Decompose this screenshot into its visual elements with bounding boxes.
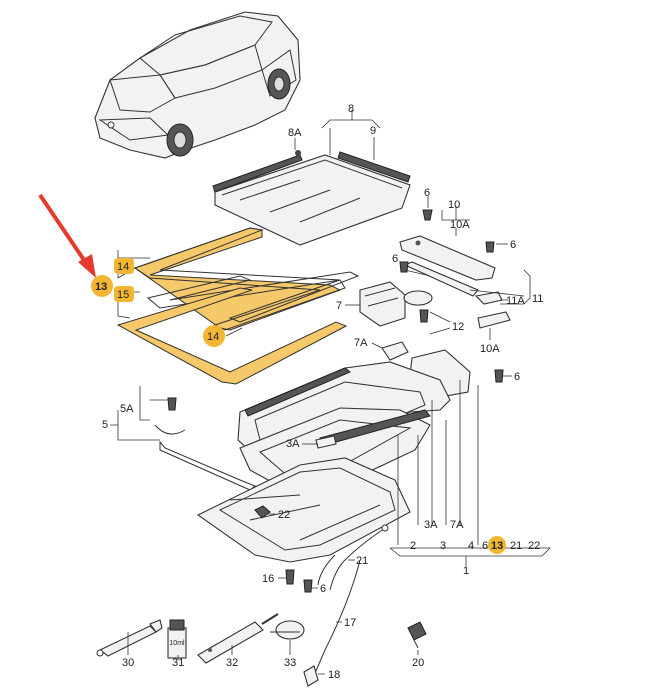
guide-bracket-10 [399, 235, 496, 281]
label-11: 11 [532, 293, 543, 305]
label-14b: 14 [207, 331, 219, 343]
label-3A-b: 3A [424, 519, 438, 531]
label-10: 10 [448, 199, 460, 211]
label-4: 4 [468, 540, 474, 552]
label-3: 3 [440, 540, 446, 552]
grease-gun-32 [197, 613, 279, 664]
leader-lines [110, 110, 551, 675]
label-11A: 11A [506, 295, 525, 307]
label-7: 7 [336, 300, 342, 312]
label-12: 12 [452, 321, 464, 333]
cables [311, 524, 389, 681]
label-33: 33 [284, 657, 296, 669]
label-17: 17 [344, 617, 356, 629]
label-5A: 5A [120, 403, 134, 415]
label-10A: 10A [450, 219, 470, 231]
label-13: 13 [95, 281, 107, 293]
label-6e: 6 [482, 540, 488, 552]
label-1: 1 [463, 565, 469, 577]
label-3A: 3A [286, 438, 300, 450]
label-6a: 6 [424, 187, 430, 199]
label-18: 18 [328, 669, 340, 681]
highlight-badges [91, 258, 506, 554]
seal-frame-lower [116, 287, 348, 385]
car-illustration [94, 11, 301, 159]
cable-end-18 [303, 665, 319, 687]
label-2: 2 [410, 540, 416, 552]
labels: 8 9 8A 6 10 10A 6 6 11A 11 10A 7 12 7A 6… [95, 103, 543, 681]
screws [167, 209, 504, 593]
label-22: 22 [278, 509, 290, 521]
label-8A: 8A [288, 127, 302, 139]
tube-30 [96, 619, 163, 657]
label-32: 32 [226, 657, 238, 669]
label-14a: 14 [117, 261, 129, 273]
bracket-7A [381, 341, 409, 361]
label-21: 21 [510, 540, 522, 552]
label-13b: 13 [491, 540, 503, 552]
label-6d: 6 [514, 371, 520, 383]
label-7A-b: 7A [450, 519, 464, 531]
label-21b: 21 [356, 555, 368, 567]
label-20: 20 [412, 657, 424, 669]
label-7A: 7A [354, 337, 368, 349]
glass-panel [212, 150, 411, 246]
label-10A-b: 10A [480, 343, 500, 355]
seal-frame-upper [133, 227, 346, 331]
label-8: 8 [348, 103, 354, 115]
strap-33 [270, 620, 305, 640]
label-30: 30 [122, 657, 134, 669]
label-5: 5 [102, 419, 108, 431]
red-arrow-icon [38, 193, 96, 278]
seal-5 [154, 424, 256, 491]
seal-frame-middle [146, 271, 360, 323]
bottle-31: 10ml [167, 619, 187, 659]
label-22b: 22 [528, 540, 540, 552]
label-15: 15 [117, 289, 129, 301]
motor-7 [359, 281, 433, 327]
label-6c: 6 [392, 253, 398, 265]
bottle-text: 10ml [169, 640, 185, 647]
roof-panel [196, 457, 411, 563]
label-31: 31 [172, 657, 184, 669]
label-9: 9 [370, 125, 376, 137]
label-16: 16 [262, 573, 274, 585]
label-6f: 6 [320, 583, 326, 595]
label-6b: 6 [510, 239, 516, 251]
clip-20 [407, 621, 427, 649]
